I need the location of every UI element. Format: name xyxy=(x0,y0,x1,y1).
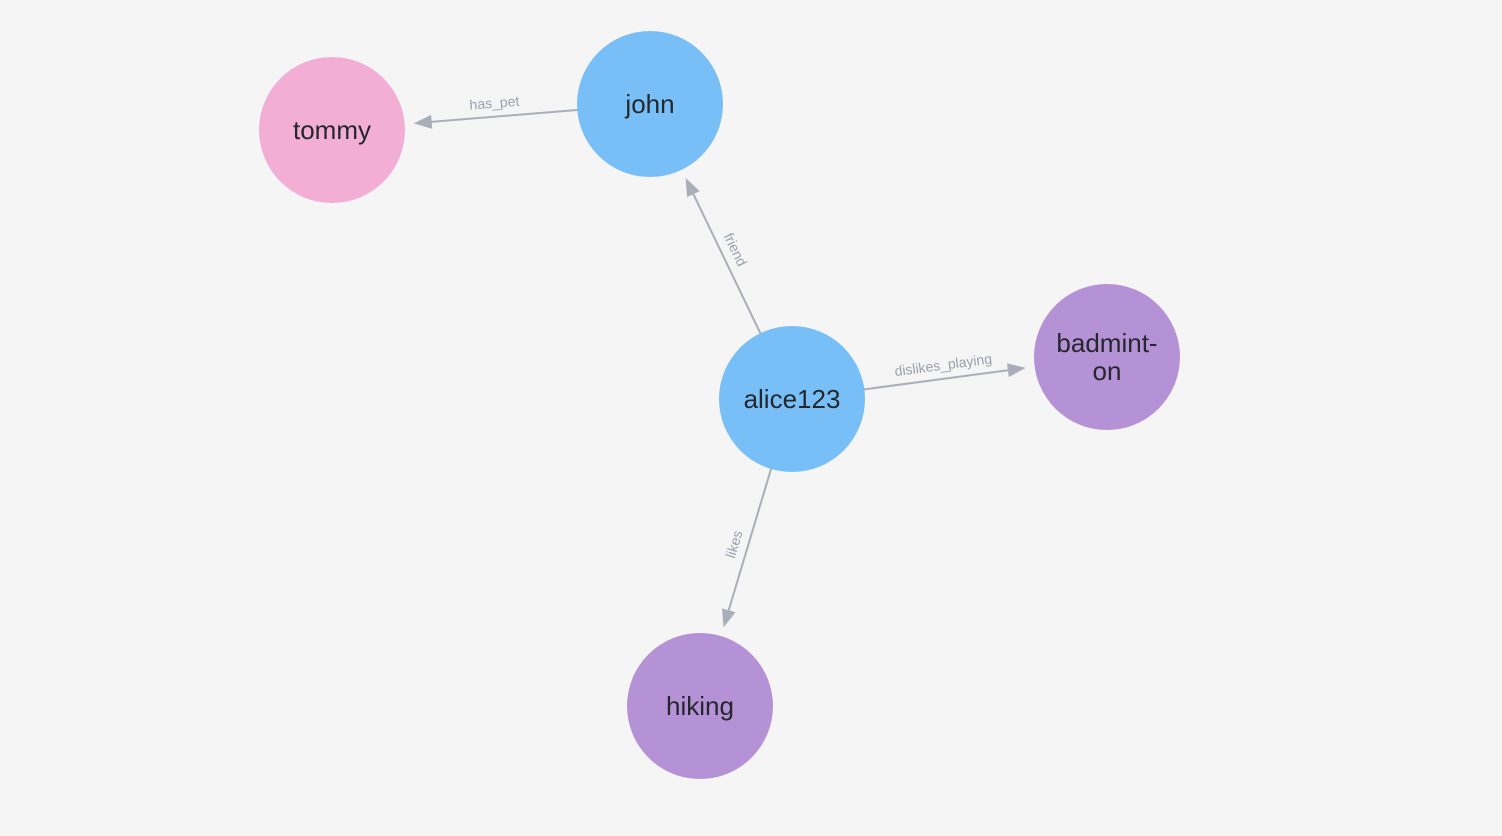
edge-dislikes_playing: dislikes_playing xyxy=(863,350,1026,391)
node-tommy: tommy xyxy=(259,57,405,203)
edge-label[interactable]: friend xyxy=(721,230,751,269)
edge-likes: likes xyxy=(722,467,773,628)
arrowhead-icon xyxy=(722,608,736,628)
node-badminton: badmint-on xyxy=(1034,284,1180,430)
node-hiking: hiking xyxy=(627,633,773,779)
node-label: tommy xyxy=(293,115,371,145)
edge-line[interactable] xyxy=(727,467,773,614)
node-label: john xyxy=(624,89,674,119)
node-label: hiking xyxy=(666,691,734,721)
node-label: badmint-on xyxy=(1056,328,1157,386)
node-circle[interactable] xyxy=(627,633,773,779)
node-john: john xyxy=(577,31,723,177)
edge-label[interactable]: has_pet xyxy=(469,93,520,113)
arrowhead-icon xyxy=(685,177,700,198)
arrowhead-icon xyxy=(1006,363,1026,378)
edge-line[interactable] xyxy=(428,108,579,124)
node-label: alice123 xyxy=(744,384,841,414)
node-circle[interactable] xyxy=(719,326,865,472)
node-alice123: alice123 xyxy=(719,326,865,472)
node-circle[interactable] xyxy=(259,57,405,203)
edge-has_pet: has_pet xyxy=(413,93,579,129)
edge-line[interactable] xyxy=(863,368,1011,391)
edge-friend: friend xyxy=(685,177,762,335)
node-circle[interactable] xyxy=(1034,284,1180,430)
arrowhead-icon xyxy=(413,114,433,129)
node-circle[interactable] xyxy=(577,31,723,177)
edge-label[interactable]: likes xyxy=(722,528,745,559)
edge-line[interactable] xyxy=(691,191,762,335)
